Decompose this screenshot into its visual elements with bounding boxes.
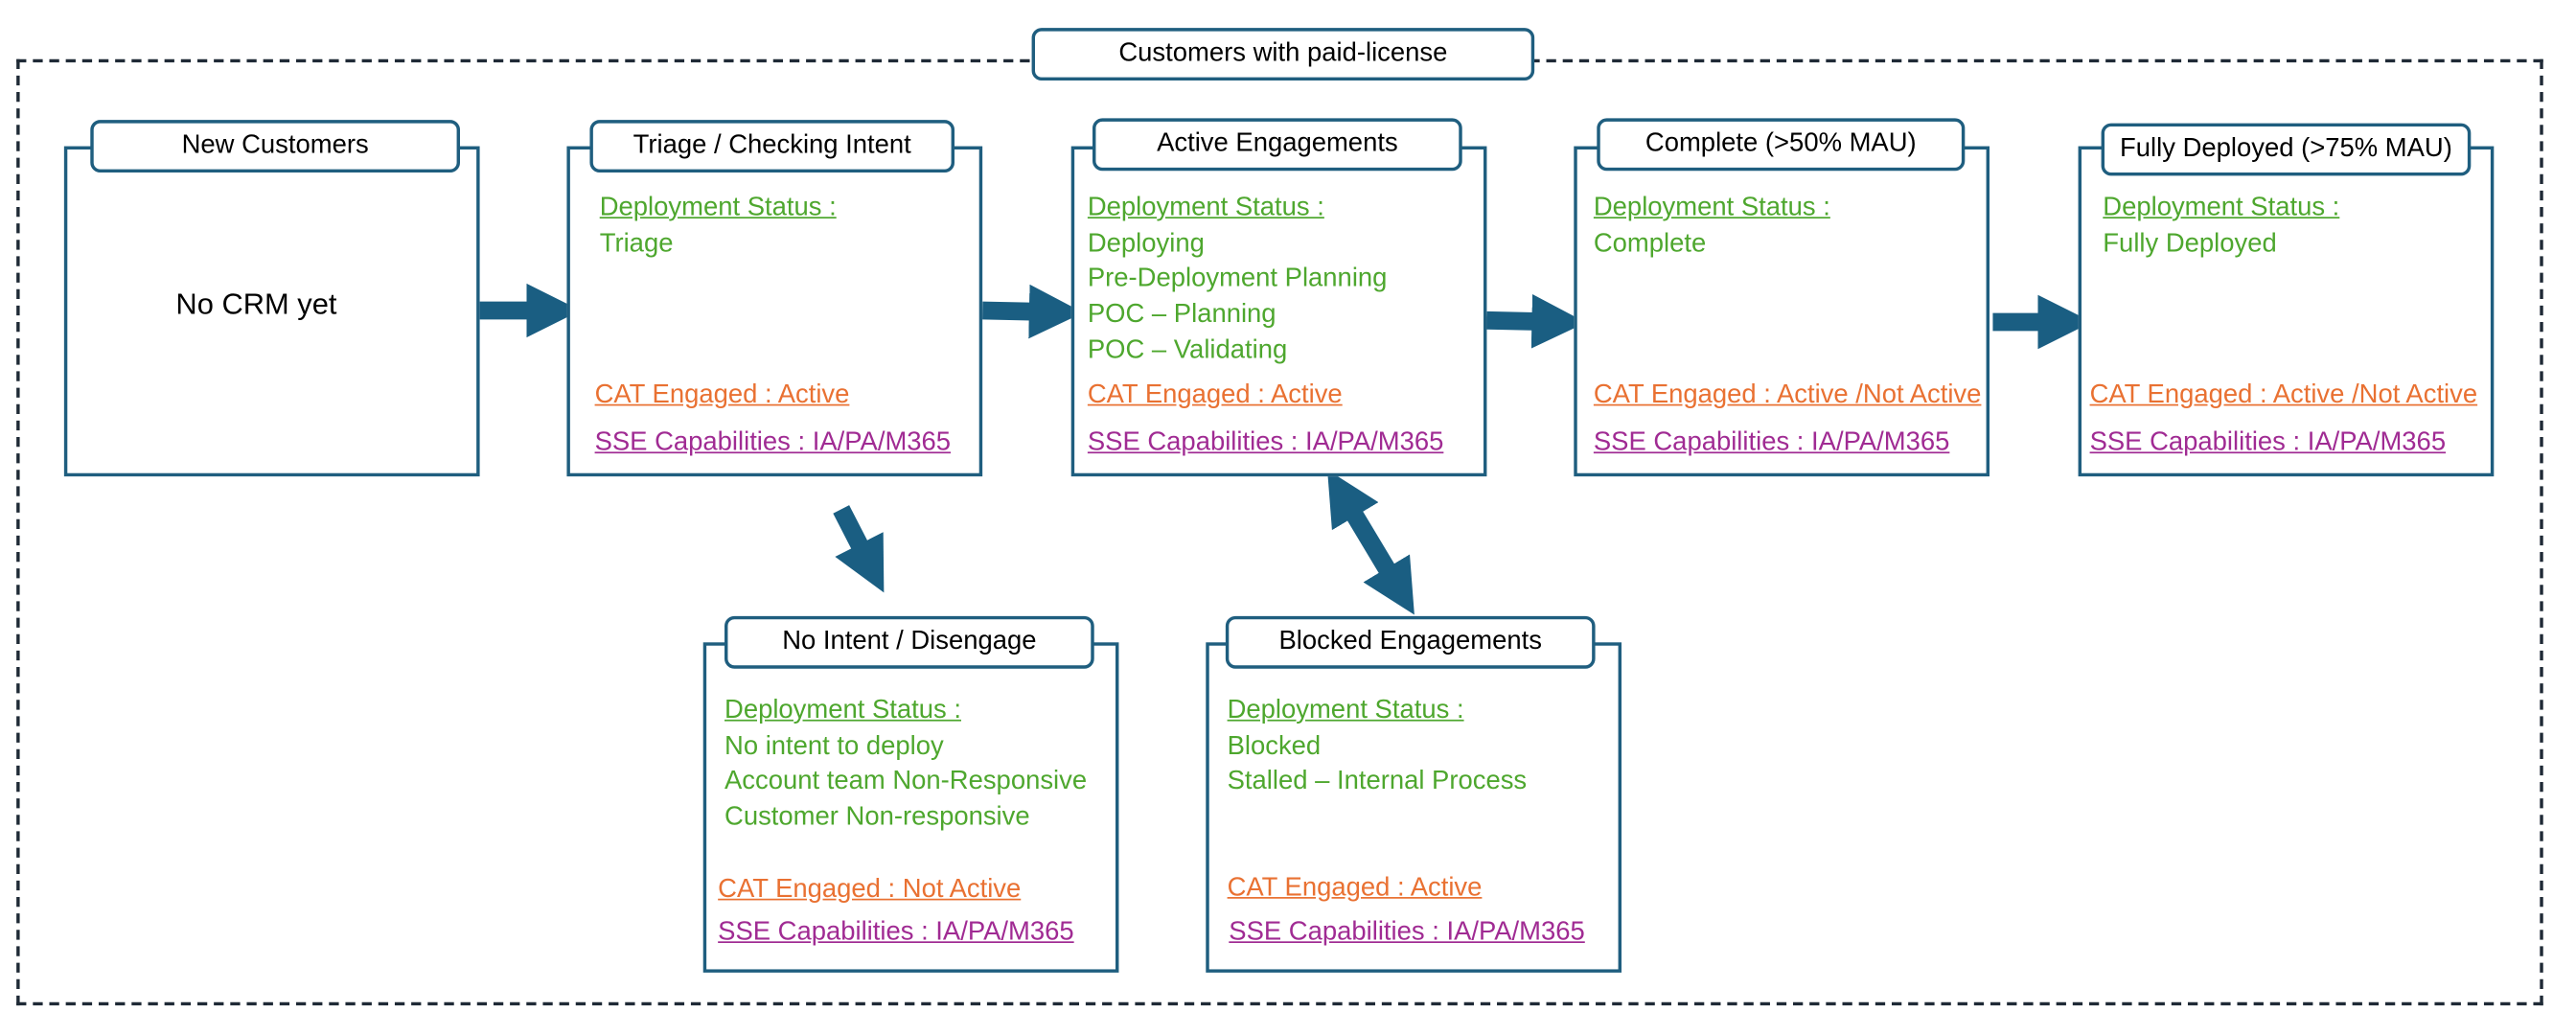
active-cat-engaged: CAT Engaged : Active bbox=[1087, 380, 1343, 409]
nointent-status-value: Account team Non-Responsive bbox=[724, 767, 1088, 795]
blocked-status-value: Stalled – Internal Process bbox=[1227, 767, 1528, 795]
active-sse-capabilities: SSE Capabilities : IA/PA/M365 bbox=[1087, 428, 1444, 457]
blocked-cat-engaged: CAT Engaged : Active bbox=[1227, 874, 1483, 903]
active-status-value: Pre-Deployment Planning bbox=[1087, 264, 1388, 293]
triage-cat-engaged: CAT Engaged : Active bbox=[594, 380, 850, 409]
nointent-status-value: No intent to deploy bbox=[724, 732, 944, 761]
active-status-value: POC – Planning bbox=[1087, 300, 1276, 329]
stage-title-fully-deployed: Fully Deployed (>75% MAU) bbox=[2101, 123, 2472, 176]
triage-status-label: Deployment Status : bbox=[599, 194, 837, 222]
arrow-triage-to-active bbox=[981, 284, 1084, 339]
group-label: Customers with paid-license bbox=[1031, 28, 1535, 81]
triage-status-value: Triage bbox=[599, 230, 674, 259]
nointent-status-label: Deployment Status : bbox=[724, 696, 961, 725]
blocked-sse-capabilities: SSE Capabilities : IA/PA/M365 bbox=[1229, 918, 1585, 947]
stage-new-customers bbox=[63, 146, 480, 477]
fully-status-label: Deployment Status : bbox=[2103, 194, 2340, 222]
stage-no-intent bbox=[702, 642, 1119, 973]
complete-cat-engaged: CAT Engaged : Active /Not Active bbox=[1593, 380, 1982, 409]
stage-active-engagements bbox=[1070, 146, 1487, 477]
active-status-value: POC – Validating bbox=[1087, 336, 1288, 365]
stage-title-blocked: Blocked Engagements bbox=[1225, 615, 1596, 669]
blocked-status-label: Deployment Status : bbox=[1227, 696, 1464, 725]
stage-complete bbox=[1574, 146, 1990, 477]
fully-status-value: Fully Deployed bbox=[2103, 230, 2277, 259]
active-status-value: Deploying bbox=[1087, 230, 1205, 259]
stage-title-triage: Triage / Checking Intent bbox=[589, 120, 955, 173]
arrow-active-blocked-bidirectional bbox=[1327, 470, 1414, 615]
blocked-status-value: Blocked bbox=[1227, 732, 1322, 761]
stage-title-new-customers: New Customers bbox=[90, 120, 461, 173]
complete-status-value: Complete bbox=[1593, 230, 1707, 259]
nointent-cat-engaged: CAT Engaged : Not Active bbox=[718, 875, 1022, 904]
stage-title-no-intent: No Intent / Disengage bbox=[724, 615, 1094, 669]
triage-sse-capabilities: SSE Capabilities : IA/PA/M365 bbox=[594, 428, 952, 457]
fully-sse-capabilities: SSE Capabilities : IA/PA/M365 bbox=[2089, 428, 2447, 457]
complete-status-label: Deployment Status : bbox=[1593, 194, 1830, 222]
active-status-label: Deployment Status : bbox=[1087, 194, 1324, 222]
fully-cat-engaged: CAT Engaged : Active /Not Active bbox=[2089, 380, 2478, 409]
stage-triage bbox=[566, 146, 983, 477]
arrow-active-to-complete bbox=[1486, 294, 1586, 349]
stage-fully-deployed bbox=[2078, 146, 2495, 477]
stage-title-complete: Complete (>50% MAU) bbox=[1597, 118, 1966, 172]
arrow-triage-to-nointent bbox=[833, 505, 885, 593]
nointent-sse-capabilities: SSE Capabilities : IA/PA/M365 bbox=[718, 918, 1074, 947]
complete-sse-capabilities: SSE Capabilities : IA/PA/M365 bbox=[1593, 428, 1950, 457]
stage-title-active-engagements: Active Engagements bbox=[1092, 118, 1462, 172]
nointent-status-value: Customer Non-responsive bbox=[724, 803, 1030, 832]
new-customers-body: No CRM yet bbox=[175, 288, 337, 321]
stage-blocked bbox=[1206, 642, 1622, 973]
